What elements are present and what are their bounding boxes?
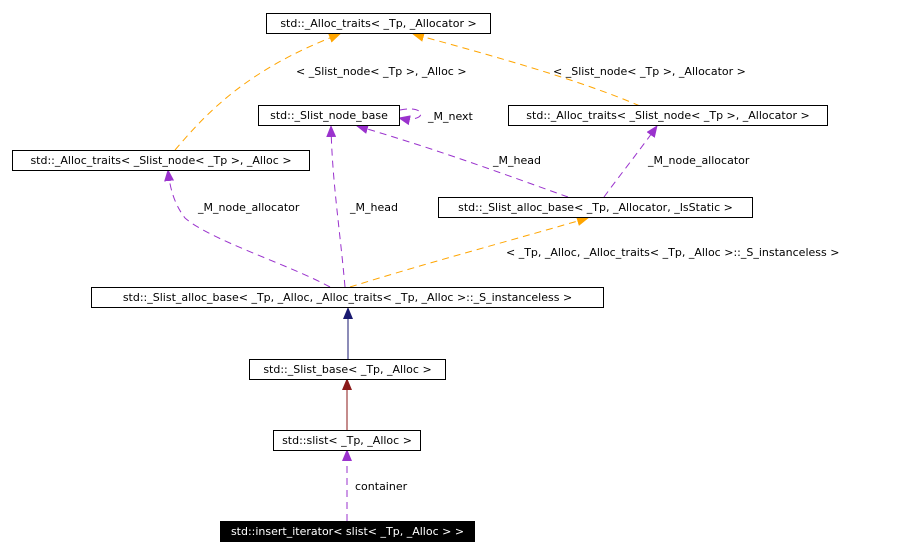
edge-label-container: container <box>355 480 408 493</box>
edge-label-template-node-alloc: < _Slist_node< _Tp >, _Alloc > <box>296 65 467 78</box>
node-label: std::_Alloc_traits< _Slist_node< _Tp >, … <box>30 154 291 167</box>
edge-usage-m-node-allocator-left <box>164 169 331 288</box>
edge-usage-m-head-top <box>356 124 569 198</box>
node-label: std::_Slist_alloc_base< _Tp, _Allocator,… <box>458 201 733 214</box>
node-alloc-traits[interactable]: std::_Alloc_traits< _Tp, _Allocator > <box>266 13 491 34</box>
node-slist-base[interactable]: std::_Slist_base< _Tp, _Alloc > <box>249 359 446 380</box>
edge-label-template-instanceless: < _Tp, _Alloc, _Alloc_traits< _Tp, _Allo… <box>506 246 839 259</box>
node-label: std::_Alloc_traits< _Tp, _Allocator > <box>280 17 476 30</box>
node-label: std::_Slist_node_base <box>270 109 388 122</box>
edge-label-m-next: _M_next <box>427 110 474 123</box>
edge-usage-m-head-mid <box>326 125 346 288</box>
node-label: std::insert_iterator< slist< _Tp, _Alloc… <box>231 525 464 538</box>
edge-label-template-node-allocator: < _Slist_node< _Tp >, _Allocator > <box>553 65 746 78</box>
node-label: std::_Slist_base< _Tp, _Alloc > <box>263 363 431 376</box>
edge-label-m-node-allocator-right: _M_node_allocator <box>647 154 750 167</box>
node-slist-alloc-base-generic[interactable]: std::_Slist_alloc_base< _Tp, _Allocator,… <box>438 197 753 218</box>
edge-template-node-allocator <box>412 32 641 107</box>
node-label: std::_Alloc_traits< _Slist_node< _Tp >, … <box>526 109 809 122</box>
edge-usage-m-next <box>398 108 422 126</box>
node-label: std::_Slist_alloc_base< _Tp, _Alloc, _Al… <box>123 291 572 304</box>
edge-label-m-head-top: _M_head <box>492 154 541 167</box>
edge-template-instanceless <box>349 216 589 288</box>
node-alloc-traits-node-allocator[interactable]: std::_Alloc_traits< _Slist_node< _Tp >, … <box>508 105 828 126</box>
node-slist[interactable]: std::slist< _Tp, _Alloc > <box>273 430 421 451</box>
node-alloc-traits-node-alloc[interactable]: std::_Alloc_traits< _Slist_node< _Tp >, … <box>12 150 310 171</box>
node-slist-node-base[interactable]: std::_Slist_node_base <box>258 105 400 126</box>
node-insert-iterator: std::insert_iterator< slist< _Tp, _Alloc… <box>220 521 475 542</box>
edge-label-m-head-mid: _M_head <box>349 201 398 214</box>
node-slist-alloc-base-instanceless[interactable]: std::_Slist_alloc_base< _Tp, _Alloc, _Al… <box>91 287 604 308</box>
edge-label-m-node-allocator-left: _M_node_allocator <box>197 201 300 214</box>
node-label: std::slist< _Tp, _Alloc > <box>282 434 412 447</box>
edge-template-node-alloc <box>174 33 341 151</box>
